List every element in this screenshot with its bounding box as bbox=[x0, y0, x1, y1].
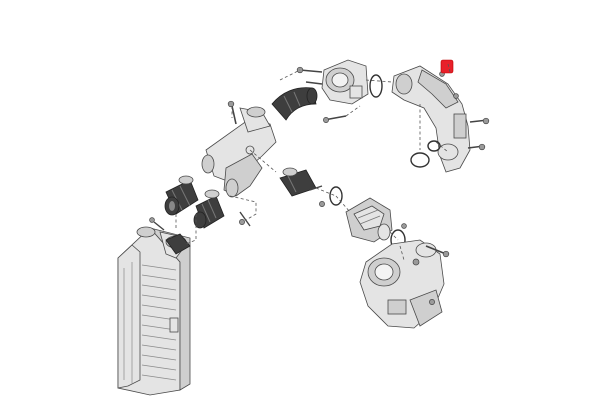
throttle-gasket bbox=[369, 74, 383, 98]
intercooler-hose-left bbox=[164, 179, 199, 216]
throttle-bolts bbox=[296, 66, 323, 85]
clamp-bolt bbox=[323, 115, 347, 123]
turbo-inlet-elbow bbox=[345, 197, 393, 243]
hose-clamp bbox=[204, 189, 220, 199]
hose-bolt bbox=[309, 185, 325, 207]
intercooler bbox=[117, 226, 191, 396]
flange-gasket bbox=[329, 186, 343, 206]
turbocharger bbox=[359, 239, 445, 329]
charge-air-y-pipe bbox=[201, 106, 277, 198]
manifold-bolts bbox=[467, 117, 490, 151]
intercooler-fins bbox=[123, 262, 177, 384]
turbo-outlet-hose bbox=[279, 167, 317, 197]
assembly-leader-lines bbox=[175, 63, 451, 261]
lower-bolts bbox=[149, 211, 251, 231]
sensor-bolt bbox=[227, 100, 237, 125]
intake-manifold bbox=[391, 65, 471, 173]
intercooler-hose-right bbox=[193, 195, 225, 229]
highlighted-part-marker bbox=[440, 59, 454, 74]
intercooler-outlet-hose bbox=[165, 233, 191, 255]
turbo-bolt bbox=[425, 245, 450, 258]
manifold-gaskets bbox=[410, 140, 441, 168]
hose-clamp bbox=[178, 175, 194, 185]
throttle-body bbox=[321, 59, 369, 105]
upper-intake-hose bbox=[271, 87, 318, 121]
